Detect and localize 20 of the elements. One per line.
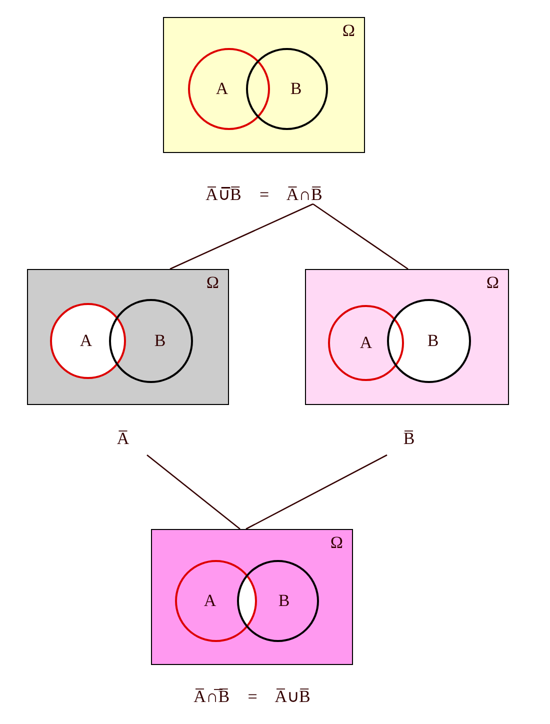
set-label: A <box>216 79 228 99</box>
set-label: B <box>154 331 166 351</box>
formula-label: B̅ <box>403 429 415 449</box>
set-label: A <box>360 333 372 353</box>
connector-line <box>312 203 408 270</box>
universe-label: Ω <box>330 533 343 553</box>
connector-line <box>146 454 240 530</box>
formula-label: A̅∩̅B̅ = A̅∪B̅ <box>194 687 310 707</box>
set-label: B <box>290 79 302 99</box>
universe-label: Ω <box>206 273 219 293</box>
connector-line <box>170 203 314 270</box>
set-label: A <box>204 591 216 611</box>
connector-line <box>246 454 388 530</box>
universe-label: Ω <box>342 21 355 41</box>
universe-label: Ω <box>486 273 499 293</box>
formula-label: A̅ <box>116 429 130 449</box>
set-label: B <box>427 331 439 351</box>
set-label: A <box>80 331 92 351</box>
formula-label: A̅∪̅B̅ = A̅∩B̅ <box>206 185 322 205</box>
set-label: B <box>278 591 290 611</box>
